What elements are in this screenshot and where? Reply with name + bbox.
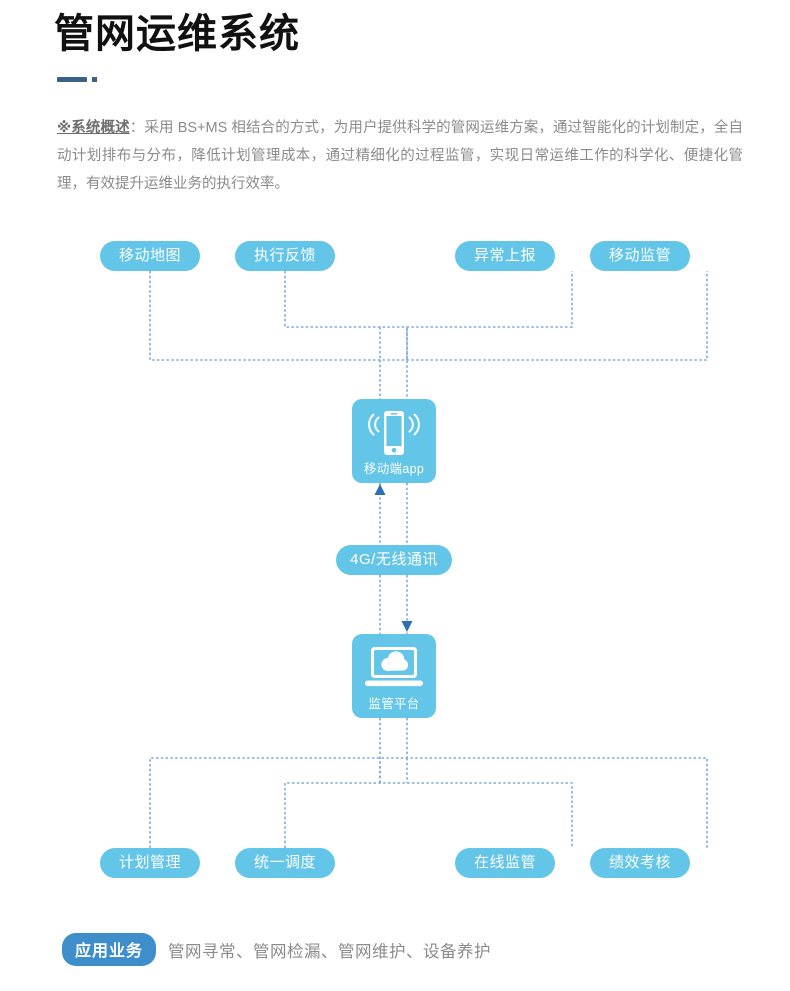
node-performance-review[interactable]: 绩效考核 (590, 848, 690, 878)
node-plan-management[interactable]: 计划管理 (100, 848, 200, 878)
platform-label: 监管平台 (368, 697, 420, 711)
arrow-up-icon (374, 484, 386, 495)
node-mobile-app[interactable]: 移动端app (352, 399, 436, 483)
title-divider (57, 73, 103, 87)
laptop-cloud-icon (352, 642, 436, 694)
smartphone-signal-icon (352, 407, 436, 459)
connector-bottom-outer (149, 757, 708, 848)
node-execution-feedback[interactable]: 执行反馈 (235, 241, 335, 271)
system-overview: ※系统概述：采用 BS+MS 相结合的方式，为用户提供科学的管网运维方案，通过智… (57, 114, 743, 198)
overview-body-text: ：采用 BS+MS 相结合的方式，为用户提供科学的管网运维方案，通过智能化的计划… (57, 119, 743, 192)
node-exception-report[interactable]: 异常上报 (455, 241, 555, 271)
connector-top-inner (284, 271, 573, 328)
divider-dot (92, 77, 97, 82)
node-platform[interactable]: 监管平台 (352, 634, 436, 718)
node-unified-dispatch[interactable]: 统一调度 (235, 848, 335, 878)
node-online-supervision[interactable]: 在线监管 (455, 848, 555, 878)
node-wireless-link[interactable]: 4G/无线通讯 (336, 545, 452, 575)
footer-tag-badge: 应用业务 (62, 933, 157, 966)
connector-top-outer (149, 271, 708, 361)
overview-lead-label: ※系统概述 (57, 119, 130, 136)
mobile-app-label: 移动端app (363, 462, 425, 476)
divider-bar (57, 77, 87, 82)
arrow-down-icon (401, 621, 413, 632)
connector-bottom-inner (284, 782, 573, 848)
page-title: 管网运维系统 (54, 12, 300, 56)
node-mobile-map[interactable]: 移动地图 (100, 241, 200, 271)
node-mobile-supervision[interactable]: 移动监管 (590, 241, 690, 271)
footer-row: 应用业务 管网寻常、管网检漏、管网维护、设备养护 (62, 933, 491, 966)
footer-services-text: 管网寻常、管网检漏、管网维护、设备养护 (168, 942, 492, 961)
